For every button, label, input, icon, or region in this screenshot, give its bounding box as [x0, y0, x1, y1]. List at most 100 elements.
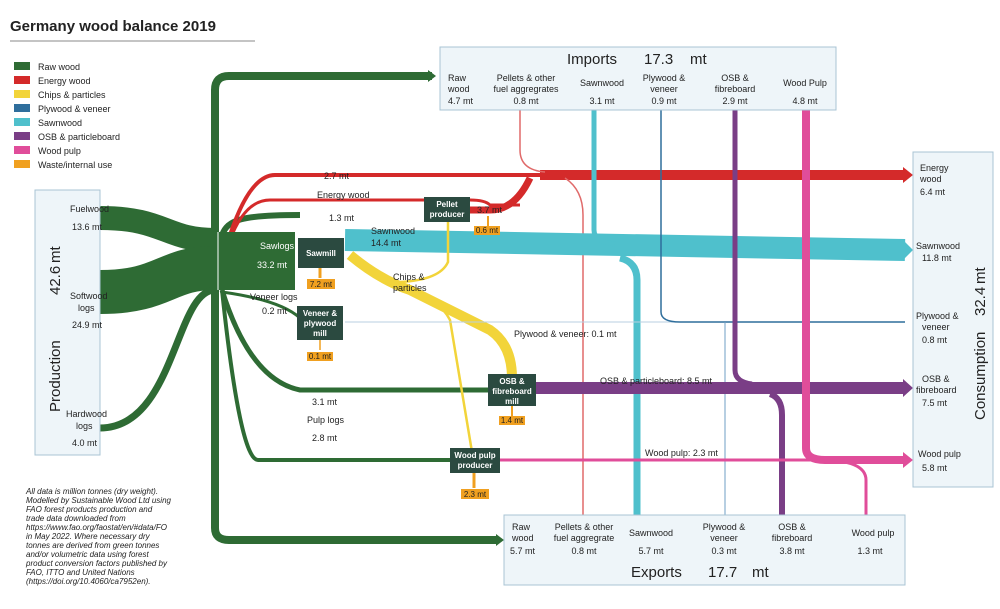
osb-label-3: mill	[505, 397, 519, 406]
flow-label-energy-wood-value: 1.3 mt	[329, 213, 355, 223]
legend-label: Sawnwood	[38, 118, 82, 128]
flows	[99, 70, 913, 546]
flow-osb-export	[768, 391, 785, 515]
flow-label-energy-top: 2.7 mt	[324, 171, 350, 181]
exports-box	[503, 514, 906, 586]
flow-label-pulp-logs-value: 2.8 mt	[312, 433, 338, 443]
flow-label-plywood: Plywood & veneer: 0.1 mt	[514, 329, 617, 339]
cons-osb-1: OSB &	[922, 374, 950, 384]
waste-value-pulp: 2.3 mt	[464, 490, 487, 499]
legend-label: Raw wood	[38, 62, 80, 72]
cons-energy-1: Energy	[920, 163, 949, 173]
import-pulp-value: 4.8 mt	[792, 96, 818, 106]
flow-label-osb: OSB & particleboard: 8.5 mt	[600, 376, 713, 386]
note-line: product conversion factors published by	[25, 559, 168, 568]
export-osb-1: OSB &	[778, 522, 806, 532]
raw-wood-hub	[215, 232, 295, 290]
waste-box-veneer	[307, 352, 333, 361]
waste-box-pellet	[474, 226, 500, 235]
flow-label-veneer-logs-value: 0.2 mt	[262, 306, 288, 316]
imports-label: Imports	[567, 51, 617, 68]
exports-label: Exports	[631, 564, 682, 581]
export-pellets-value: 0.8 mt	[571, 546, 597, 556]
import-osb-value: 2.9 mt	[722, 96, 748, 106]
flow-label-osb-in: 3.1 mt	[312, 397, 338, 407]
arrow-head	[903, 452, 913, 468]
flow-sawnwood-import	[591, 110, 616, 247]
export-sawnwood: Sawnwood	[629, 528, 673, 538]
imports-box	[439, 46, 837, 111]
imports-panel: Imports 17.3 mt Raw wood 4.7 mt Pellets …	[439, 46, 837, 111]
flow-osb-import	[732, 110, 753, 387]
flow-pulp-logs	[220, 289, 450, 462]
pellet-label: Pellet	[436, 200, 458, 209]
production-hardwood-2: logs	[76, 421, 93, 431]
note-line: FAO, ITTO and United Nations	[26, 568, 135, 577]
flow-hardwood	[99, 286, 216, 432]
consumption-label: Consumption	[972, 332, 989, 420]
waste-box-osb	[499, 416, 525, 425]
flow-chips-to-osb	[346, 251, 517, 379]
flow-label-pulp: Wood pulp: 2.3 mt	[645, 448, 718, 458]
page-title: Germany wood balance 2019	[10, 18, 216, 35]
exports-unit: mt	[752, 564, 769, 581]
flow-label-pulp-logs: Pulp logs	[307, 415, 345, 425]
production-label: Production	[47, 340, 64, 412]
production-softwood: Softwood	[70, 291, 108, 301]
processor-pulp: Wood pulp producer	[450, 448, 500, 473]
flow-pellets-import	[519, 110, 546, 173]
pulp-box	[450, 448, 500, 473]
note-line: Modelled by Sustainable Wood Ltd using	[26, 496, 172, 505]
export-plywood-1: Plywood &	[703, 522, 746, 532]
import-osb-2: fibreboard	[715, 84, 756, 94]
flow-label-chips: Chips &	[393, 272, 425, 282]
cons-pulp-value: 5.8 mt	[922, 463, 948, 473]
flow-label-sawlogs-value: 33.2 mt	[257, 260, 288, 270]
arrow-head	[496, 534, 504, 546]
flow-wood-pulp	[498, 458, 868, 515]
import-sawnwood: Sawnwood	[580, 78, 624, 88]
note-line: in May 2022. Where necessary dry	[26, 532, 151, 541]
import-raw-1: Raw	[448, 73, 467, 83]
production-hardwood-value: 4.0 mt	[72, 438, 98, 448]
note-line: (https://doi.org/10.4060/ca7952en).	[26, 577, 151, 586]
flow-energy-top	[228, 173, 540, 236]
consumption-panel: Consumption 32.4 mt Energy wood 6.4 mt S…	[912, 151, 994, 488]
production-box	[34, 189, 101, 456]
cons-energy-value: 6.4 mt	[920, 187, 946, 197]
legend-swatch-waste	[14, 160, 30, 168]
flow-raw-wood-import	[211, 72, 432, 235]
waste-value-osb: 1.4 mt	[501, 416, 524, 425]
pellet-label-2: producer	[430, 210, 465, 219]
note-line: trade data downloaded from	[26, 514, 126, 523]
veneer-label-3: mill	[313, 329, 327, 338]
note-line: tonnes are derived from green tonnes	[26, 541, 159, 550]
veneer-label-2: plywood	[304, 319, 337, 328]
veneer-box	[297, 306, 343, 340]
cons-pulp: Wood pulp	[918, 449, 961, 459]
pellet-box	[424, 197, 470, 222]
processor-veneer: Veneer & plywood mill	[297, 306, 343, 340]
legend-label: Wood pulp	[38, 146, 81, 156]
legend-label: Chips & particles	[38, 90, 106, 100]
exports-total: 17.7	[708, 564, 737, 581]
import-pulp: Wood Pulp	[783, 78, 827, 88]
flow-label-pellet-out: 3.7 mt	[477, 205, 503, 215]
export-sawnwood-value: 5.7 mt	[638, 546, 664, 556]
flow-label-sawnwood: Sawnwood	[371, 226, 415, 236]
production-fuelwood: Fuelwood	[70, 204, 109, 214]
imports-total: 17.3	[644, 51, 673, 68]
legend-label: Waste/internal use	[38, 160, 112, 170]
export-pulp-value: 1.3 mt	[857, 546, 883, 556]
pulp-label: Wood pulp	[454, 451, 495, 460]
export-raw-value: 5.7 mt	[510, 546, 536, 556]
import-sawnwood-value: 3.1 mt	[589, 96, 615, 106]
legend-label: Plywood & veneer	[38, 104, 111, 114]
flow-raw-wood-export	[211, 280, 498, 544]
export-raw-2: wood	[511, 533, 534, 543]
processor-sawmill: Sawmill	[298, 238, 344, 268]
waste-value-pellet: 0.6 mt	[476, 226, 499, 235]
note-line: https://www.fao.org/faostat/en/#data/FO	[26, 523, 167, 532]
legend-swatch-osb	[14, 132, 30, 140]
legend-label: OSB & particleboard	[38, 132, 120, 142]
